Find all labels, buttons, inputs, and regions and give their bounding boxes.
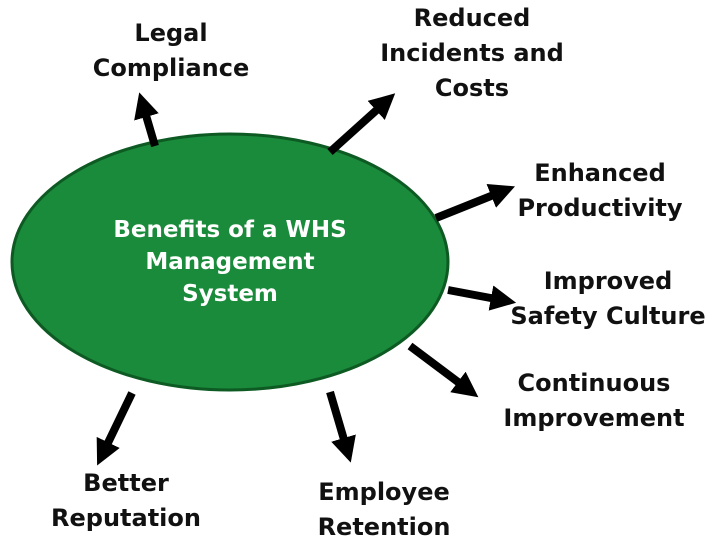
benefit-enhanced-productivity: Enhanced Productivity xyxy=(510,156,690,226)
benefit-employee-retention: Employee Retention xyxy=(296,475,472,545)
benefit-better-reputation: Better Reputation xyxy=(36,466,216,536)
center-label: Benefits of a WHS Management System xyxy=(80,214,380,310)
benefit-continuous-improvement: Continuous Improvement xyxy=(494,366,694,436)
center-label-line: Benefits of a WHS xyxy=(113,217,347,243)
benefit-label-line: Reduced xyxy=(413,4,531,32)
benefit-label-line: Improvement xyxy=(503,404,685,432)
benefit-label-line: Productivity xyxy=(517,194,683,222)
benefit-label-line: Safety Culture xyxy=(510,302,706,330)
benefit-label-line: Continuous xyxy=(517,369,671,397)
benefit-label-line: Employee xyxy=(318,478,450,506)
center-label-line: Management xyxy=(145,249,315,275)
benefit-improved-safety-culture: Improved Safety Culture xyxy=(500,264,716,334)
arrow-continuous-improvement xyxy=(407,342,479,398)
benefit-label-line: Improved xyxy=(543,267,673,295)
arrow-improved-safety-culture xyxy=(447,285,517,311)
benefit-label-line: Legal xyxy=(134,19,208,47)
benefit-reduced-incidents: Reduced Incidents and Costs xyxy=(372,1,572,106)
arrow-employee-retention xyxy=(326,390,356,463)
arrow-enhanced-productivity xyxy=(434,184,516,222)
benefit-legal-compliance: Legal Compliance xyxy=(86,16,256,86)
benefit-label-line: Incidents and xyxy=(380,39,564,67)
center-ellipse xyxy=(10,132,450,392)
arrow-legal-compliance xyxy=(134,92,159,148)
benefit-label-line: Better xyxy=(83,469,169,497)
arrow-reduced-incidents xyxy=(327,93,396,155)
benefit-label-line: Costs xyxy=(434,74,510,102)
benefit-label-line: Compliance xyxy=(92,54,250,82)
arrow-better-reputation xyxy=(96,391,136,466)
benefit-label-line: Enhanced xyxy=(534,159,666,187)
benefit-label-line: Reputation xyxy=(51,504,201,532)
center-label-line: System xyxy=(182,281,278,307)
benefit-label-line: Retention xyxy=(317,513,451,541)
